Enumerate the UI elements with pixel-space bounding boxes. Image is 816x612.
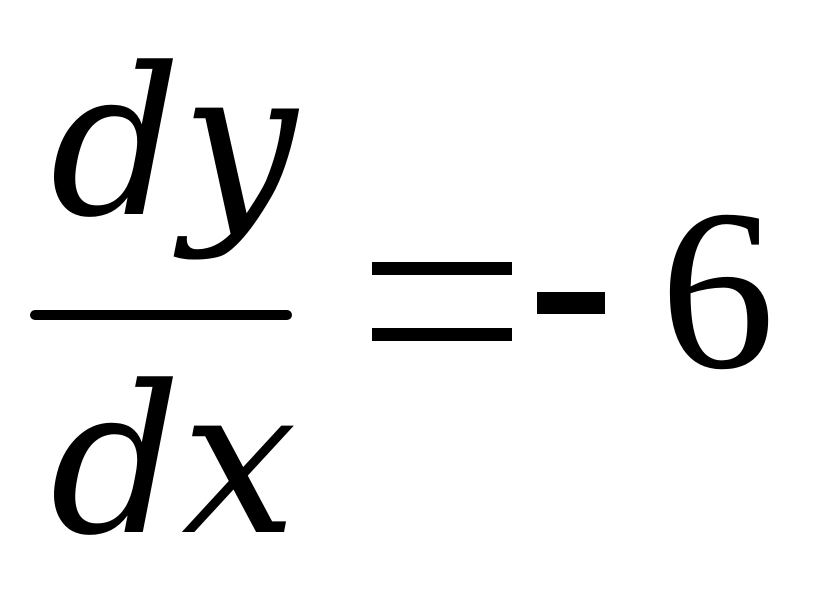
numerator: dy (50, 25, 298, 263)
fraction-bar (30, 310, 292, 320)
equation-value: 6 (660, 162, 775, 417)
minus-sign (537, 292, 605, 314)
denominator: dx (50, 343, 297, 581)
equals-line-top (372, 262, 512, 275)
equals-sign (372, 262, 512, 342)
equals-line-bottom (372, 328, 512, 341)
